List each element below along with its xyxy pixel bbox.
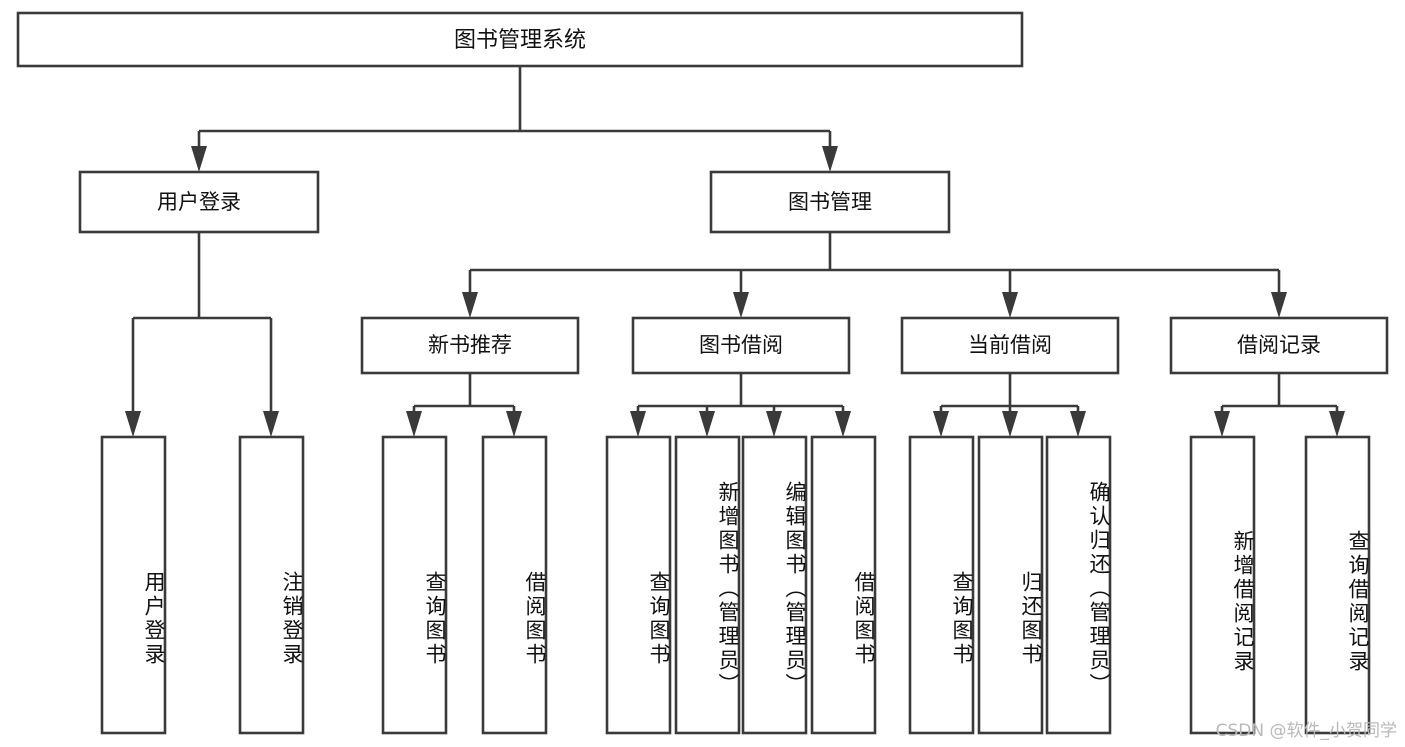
connector-user-login-to-leaves — [125, 232, 279, 437]
connector-root-to-level2 — [191, 66, 838, 172]
leaf-box-current-borrow-2[interactable] — [1045, 435, 1112, 735]
node-book-manage-label: 图书管理 — [788, 190, 872, 214]
connector-new-book-recommend-to-leaves — [406, 373, 522, 437]
csdn-watermark: CSDN @软件_小贺同学 — [1215, 721, 1397, 741]
node-book-manage[interactable]: 图书管理 — [709, 170, 951, 234]
node-current-borrow-box[interactable] — [900, 316, 1120, 375]
node-root-box[interactable] — [16, 11, 1024, 68]
node-new-book-recommend[interactable]: 新书推荐 — [360, 316, 580, 375]
leaf-box-new-book-1[interactable] — [481, 435, 548, 735]
leaf-box-user-login-1[interactable] — [238, 435, 305, 735]
node-user-login-box[interactable] — [78, 170, 320, 234]
node-book-borrow[interactable]: 图书借阅 — [631, 316, 851, 375]
connector-borrow-record-to-leaves — [1214, 373, 1345, 437]
node-user-login[interactable]: 用户登录 — [78, 170, 320, 234]
node-current-borrow[interactable]: 当前借阅 — [900, 316, 1120, 375]
leaf-box-new-book-0[interactable] — [381, 435, 448, 735]
node-root[interactable]: 图书管理系统 — [16, 11, 1024, 68]
leaf-box-book-borrow-3[interactable] — [810, 435, 877, 735]
arrow-head-book-manage — [822, 146, 838, 172]
node-user-login-label: 用户登录 — [157, 190, 241, 214]
node-current-borrow-label: 当前借阅 — [968, 333, 1052, 357]
leaf-box-current-borrow-1[interactable] — [977, 435, 1044, 735]
leaf-box-current-borrow-0[interactable] — [908, 435, 975, 735]
node-new-book-recommend-box[interactable] — [360, 316, 580, 375]
leaf-box-borrow-record-0[interactable] — [1189, 435, 1256, 735]
connector-book-borrow-to-leaves — [630, 373, 851, 437]
leaf-box-book-borrow-2[interactable] — [741, 435, 808, 735]
connector-book-manage-to-level3 — [462, 232, 1287, 318]
arrow-head-user-login — [191, 146, 207, 172]
leaf-box-user-login-0[interactable] — [100, 435, 167, 735]
connector-current-borrow-to-leaves — [933, 373, 1086, 437]
node-book-borrow-label: 图书借阅 — [699, 333, 783, 357]
leaf-box-book-borrow-1[interactable] — [674, 435, 741, 735]
node-new-book-recommend-label: 新书推荐 — [428, 333, 512, 357]
node-root-label: 图书管理系统 — [454, 28, 586, 53]
node-borrow-record-label: 借阅记录 — [1237, 333, 1321, 357]
leaf-box-book-borrow-0[interactable] — [605, 435, 672, 735]
node-borrow-record[interactable]: 借阅记录 — [1169, 316, 1389, 375]
leaf-box-borrow-record-1[interactable] — [1304, 435, 1371, 735]
